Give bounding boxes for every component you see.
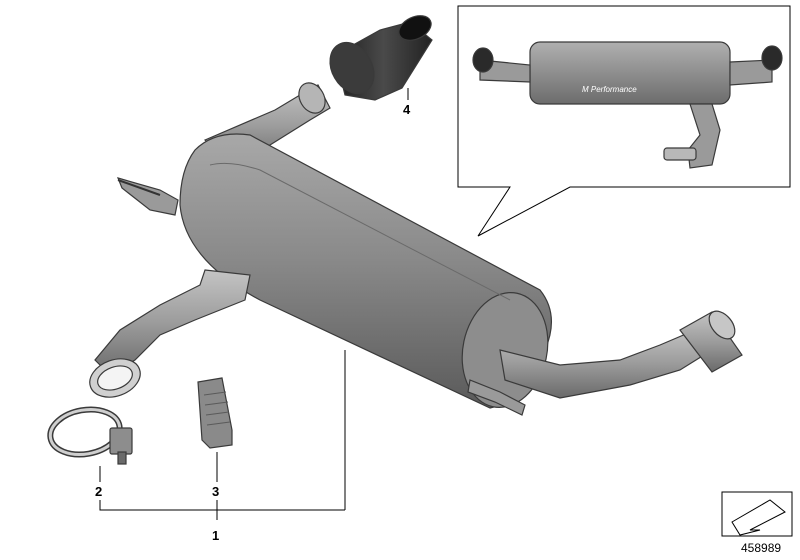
tailpipe-trim-rear <box>329 41 375 95</box>
detail-downpipe-clamp <box>663 147 697 161</box>
bracket-ribs <box>203 391 231 426</box>
detail-right-tip <box>761 45 783 71</box>
tailpipe-trim-black <box>329 15 433 101</box>
lower-inlet-opening <box>97 365 133 391</box>
callout-1: 1 <box>212 528 219 543</box>
tailpipe-right <box>679 311 743 373</box>
detail-inset-frame <box>457 5 791 237</box>
tailpipe-trim-front <box>398 15 432 41</box>
exhaust-clamp <box>47 406 133 465</box>
muffler-seam <box>209 162 511 301</box>
flap-actuator-left <box>116 177 179 216</box>
detail-left-tip <box>472 47 494 73</box>
upper-pipe-end <box>298 82 326 114</box>
tailpipe-right-end <box>708 310 736 340</box>
bracket-body <box>197 377 233 449</box>
exhaust-bracket <box>197 377 233 449</box>
diagram-number: 458989 <box>741 541 781 555</box>
detail-inset-view: M Performance <box>457 5 791 237</box>
orientation-icon <box>721 491 793 537</box>
clamp-bolt-housing <box>109 427 133 455</box>
callout-4: 4 <box>403 102 411 117</box>
detail-right-pipes <box>729 59 773 86</box>
flap-rod-left <box>117 179 161 196</box>
callout-2: 2 <box>95 484 102 499</box>
detail-m-performance-badge: M Performance <box>582 85 637 94</box>
rear-silencer-assembly <box>89 82 743 416</box>
detail-muffler-body <box>529 41 731 105</box>
clamp-band-inner <box>48 407 122 457</box>
orientation-arrow-icon <box>731 499 786 536</box>
callout-3: 3 <box>212 484 219 499</box>
flap-actuator-right <box>467 379 526 416</box>
leader-lines <box>99 88 409 520</box>
clamp-bolt <box>117 451 127 465</box>
